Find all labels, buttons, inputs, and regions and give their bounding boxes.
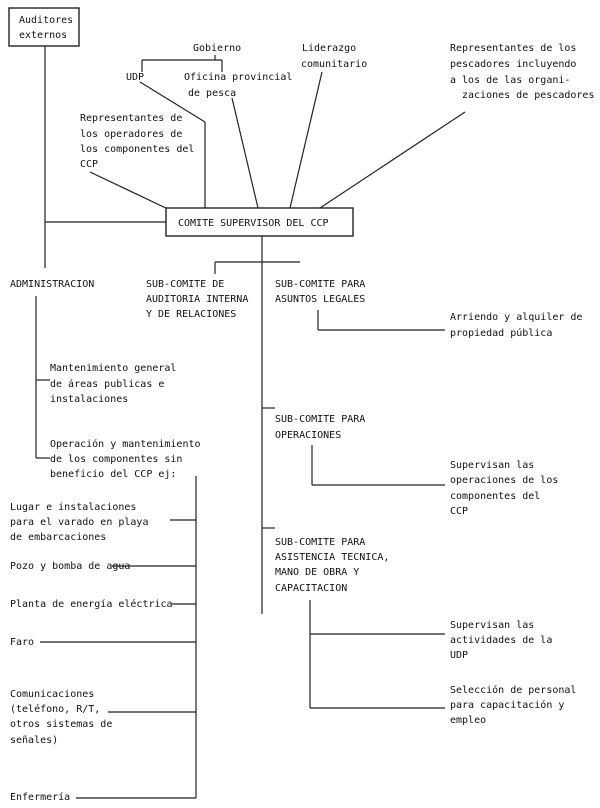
- line-udp-comite: [139, 81, 206, 123]
- administracion-label: ADMINISTRACION: [10, 279, 94, 290]
- auditores-box: [8, 7, 80, 47]
- planta-label: Planta de energía eléctrica: [10, 598, 173, 610]
- gobierno-label: Gobierno: [193, 43, 241, 54]
- supervisan-udp-label: Supervisan las actividades de la UDP: [450, 620, 558, 661]
- line-operadores-comite: [89, 171, 171, 211]
- line-pescadores-comite: [319, 111, 466, 209]
- arriendo-label: Arriendo y alquiler de propiedad pública: [450, 312, 588, 339]
- lugar-varado-label: Lugar e instalaciones para el varado en …: [10, 502, 155, 543]
- pescadores-label: Representantes de los pescadores incluye…: [450, 43, 594, 101]
- supervisan-operaciones-label: Supervisan las operaciones de los compon…: [450, 460, 564, 517]
- enfermeria-label: Enfermería: [10, 791, 70, 803]
- line-liderazgo-comite: [289, 71, 323, 209]
- oficina-label: Oficina provincial de pesca: [184, 72, 298, 99]
- subcomite-auditoria-label: SUB-COMITE DE AUDITORIA INTERNA Y DE REL…: [146, 279, 254, 320]
- connector-lines: [35, 46, 466, 799]
- subcomite-legales-label: SUB-COMITE PARA ASUNTOS LEGALES: [275, 279, 371, 305]
- subcomite-operaciones-label: SUB-COMITE PARA OPERACIONES: [275, 414, 371, 441]
- udp-label: UDP: [126, 72, 144, 83]
- operadores-label: Representantes de los operadores de los …: [80, 113, 200, 170]
- operacion-mantenimiento-label: Operación y mantenimiento de los compone…: [50, 438, 207, 480]
- auditores-label: Auditores externos: [19, 15, 79, 41]
- subcomite-asistencia-label: SUB-COMITE PARA ASISTENCIA TECNICA, MANO…: [275, 537, 395, 594]
- mantenimiento-general-label: Mantenimiento general de áreas publicas …: [50, 363, 182, 405]
- comite-box: [165, 207, 354, 237]
- comite-label: COMITE SUPERVISOR DEL CCP: [178, 218, 329, 229]
- liderazgo-label: Liderazgo comunitario: [301, 43, 367, 70]
- faro-label: Faro: [10, 637, 34, 648]
- comunicaciones-label: Comunicaciones (teléfono, R/T, otros sis…: [10, 689, 118, 746]
- line-oficina-comite: [231, 97, 259, 209]
- seleccion-label: Selección de personal para capacitación …: [450, 684, 582, 726]
- pozo-label: Pozo y bomba de agua: [10, 561, 130, 572]
